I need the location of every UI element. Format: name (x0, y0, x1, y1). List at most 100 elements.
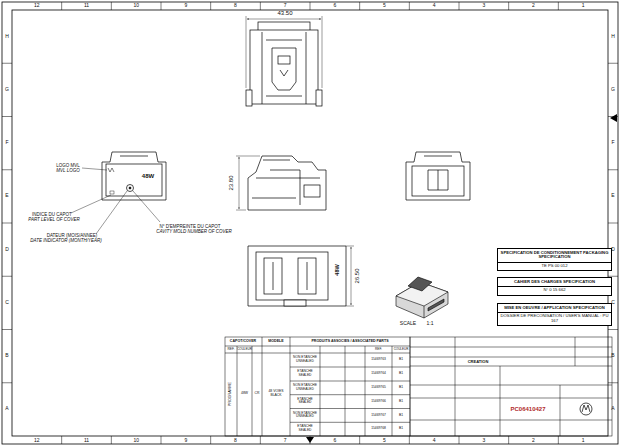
grid-reference: G (611, 87, 615, 93)
table-cell: PRODUITS ASSOCIES / ASSOCIATED PARTS (311, 340, 388, 344)
grid-reference: A (5, 407, 8, 413)
parts-table (225, 337, 410, 436)
specification-box: MISE EN OEUVRE / APPLICATION SPECIFICATI… (497, 303, 612, 326)
table-cell: ETANCHE SEALED (291, 425, 319, 432)
grid-reference: 2 (532, 3, 535, 9)
annotation-text: 1:1 (427, 321, 434, 327)
dimension-value: 23.80 (228, 175, 235, 190)
table-cell: REF. (375, 348, 382, 352)
front-view (102, 152, 166, 200)
title-block (410, 337, 612, 436)
grid-reference: C (5, 300, 9, 306)
grid-reference: 6 (333, 3, 336, 9)
table-cell: NON ETANCHE UNSEALED (291, 384, 319, 391)
table-cell: COULEUR (237, 348, 252, 351)
dimension-lines (236, 156, 260, 210)
grid-reference: 11 (84, 3, 89, 9)
centering-mark (610, 114, 617, 122)
table-cell: B1 (399, 358, 403, 362)
table-cell: ETANCHE SEALED (291, 398, 319, 405)
specification-box: SPECIFICATION DE CONDITIONNEMENT PACKAGI… (497, 248, 612, 271)
grid-reference: 4 (433, 3, 436, 9)
box-body: TE PS 00 012 (498, 263, 611, 271)
table-cell: B1 (399, 372, 403, 376)
table-cell: 15469763 (371, 358, 386, 362)
grid-reference: 12 (34, 438, 40, 444)
box-body: N° 0 15 662 (498, 287, 611, 295)
grid-reference: H (5, 34, 9, 40)
table-cell: COULEUR (394, 348, 409, 351)
table-cell: NON ETANCHE UNSEALED (291, 356, 319, 363)
grid-reference: 11 (84, 438, 89, 444)
table-cell: ETANCHE SEALED (291, 370, 319, 377)
grid-reference: 7 (284, 3, 287, 9)
annotation-text: CAVITY MOLD NUMBER OF COVER (156, 230, 232, 235)
table-cell: 15469765 (371, 386, 386, 390)
table-cell: CAPOT/COVER (230, 340, 256, 344)
grid-reference: E (611, 194, 614, 200)
centering-mark (306, 437, 314, 443)
title-block-text: CREATION (468, 359, 489, 363)
dimension-value: 26.50 (354, 268, 361, 283)
grid-reference: 10 (133, 3, 139, 9)
grid-reference: 12 (34, 3, 40, 9)
grid-reference: F (5, 140, 8, 146)
annotation-text: MVL LOGO (56, 169, 79, 174)
grid-reference: E (5, 194, 8, 200)
grid-reference: 7 (284, 438, 287, 444)
inner-frame (12, 10, 608, 436)
box-heading: MISE EN OEUVRE / APPLICATION SPECIFICATI… (498, 304, 611, 313)
grid-reference: 8 (234, 3, 237, 9)
annotation-text: PART LEVEL OF COVER (28, 218, 79, 223)
grid-reference: G (5, 87, 9, 93)
bottom-view (248, 246, 346, 306)
grid-reference: 5 (383, 438, 386, 444)
grid-reference: 5 (383, 3, 386, 9)
title-block-text: PC06410427 (510, 406, 545, 413)
table-cell: B1 (399, 400, 403, 404)
grid-reference: 1 (582, 438, 585, 444)
annotation-text: SCALE (400, 321, 416, 327)
table-cell: B1 (399, 414, 403, 418)
box-heading: CAHIER DES CHARGES SPECIFICATION (498, 278, 611, 287)
table-cell: 15469768 (371, 427, 386, 431)
grid-reference: H (611, 34, 615, 40)
grid-reference: 8 (234, 438, 237, 444)
grid-reference: 3 (482, 3, 485, 9)
grid-reference: D (5, 247, 9, 253)
table-cell: MODELE (268, 340, 283, 344)
grid-reference: 3 (482, 438, 485, 444)
annotation-text: DATE INDICATOR (MONTH/YEAR) (30, 239, 102, 244)
table-cell: 15469767 (371, 414, 386, 418)
grid-reference: B (611, 353, 614, 359)
grid-reference: F (611, 140, 614, 146)
grid-reference: B (5, 353, 8, 359)
company-logo (580, 403, 592, 415)
table-cell: NON ETANCHE UNSEALED (291, 412, 319, 419)
grid-reference: 9 (184, 3, 187, 9)
table-cell: B1 (399, 427, 403, 431)
grid-reference: 6 (333, 438, 336, 444)
top-view (246, 22, 322, 106)
table-cell: 48W (241, 392, 248, 396)
box-body: DOSSIER DE PRECONISATION / USER'S MANUAL… (498, 313, 611, 326)
table-cell: B1 (399, 386, 403, 390)
grid-reference: 2 (532, 438, 535, 444)
marking-text: 48W (142, 173, 154, 180)
grid-reference: A (611, 407, 614, 413)
table-cell: PROGRAMME (229, 382, 233, 406)
table-cell: REF. (228, 348, 235, 352)
isometric-view (396, 277, 448, 318)
dimension-lines (246, 16, 322, 88)
dimension-value: 43.50 (277, 10, 292, 17)
end-view (406, 152, 470, 200)
table-cell: 48 VOIES BLACK (263, 390, 289, 397)
table-cell: 15469764 (371, 372, 386, 376)
table-cell: 15469766 (371, 400, 386, 404)
grid-reference: 10 (133, 438, 139, 444)
leader-lines (71, 168, 160, 234)
grid-reference: 1 (582, 3, 585, 9)
